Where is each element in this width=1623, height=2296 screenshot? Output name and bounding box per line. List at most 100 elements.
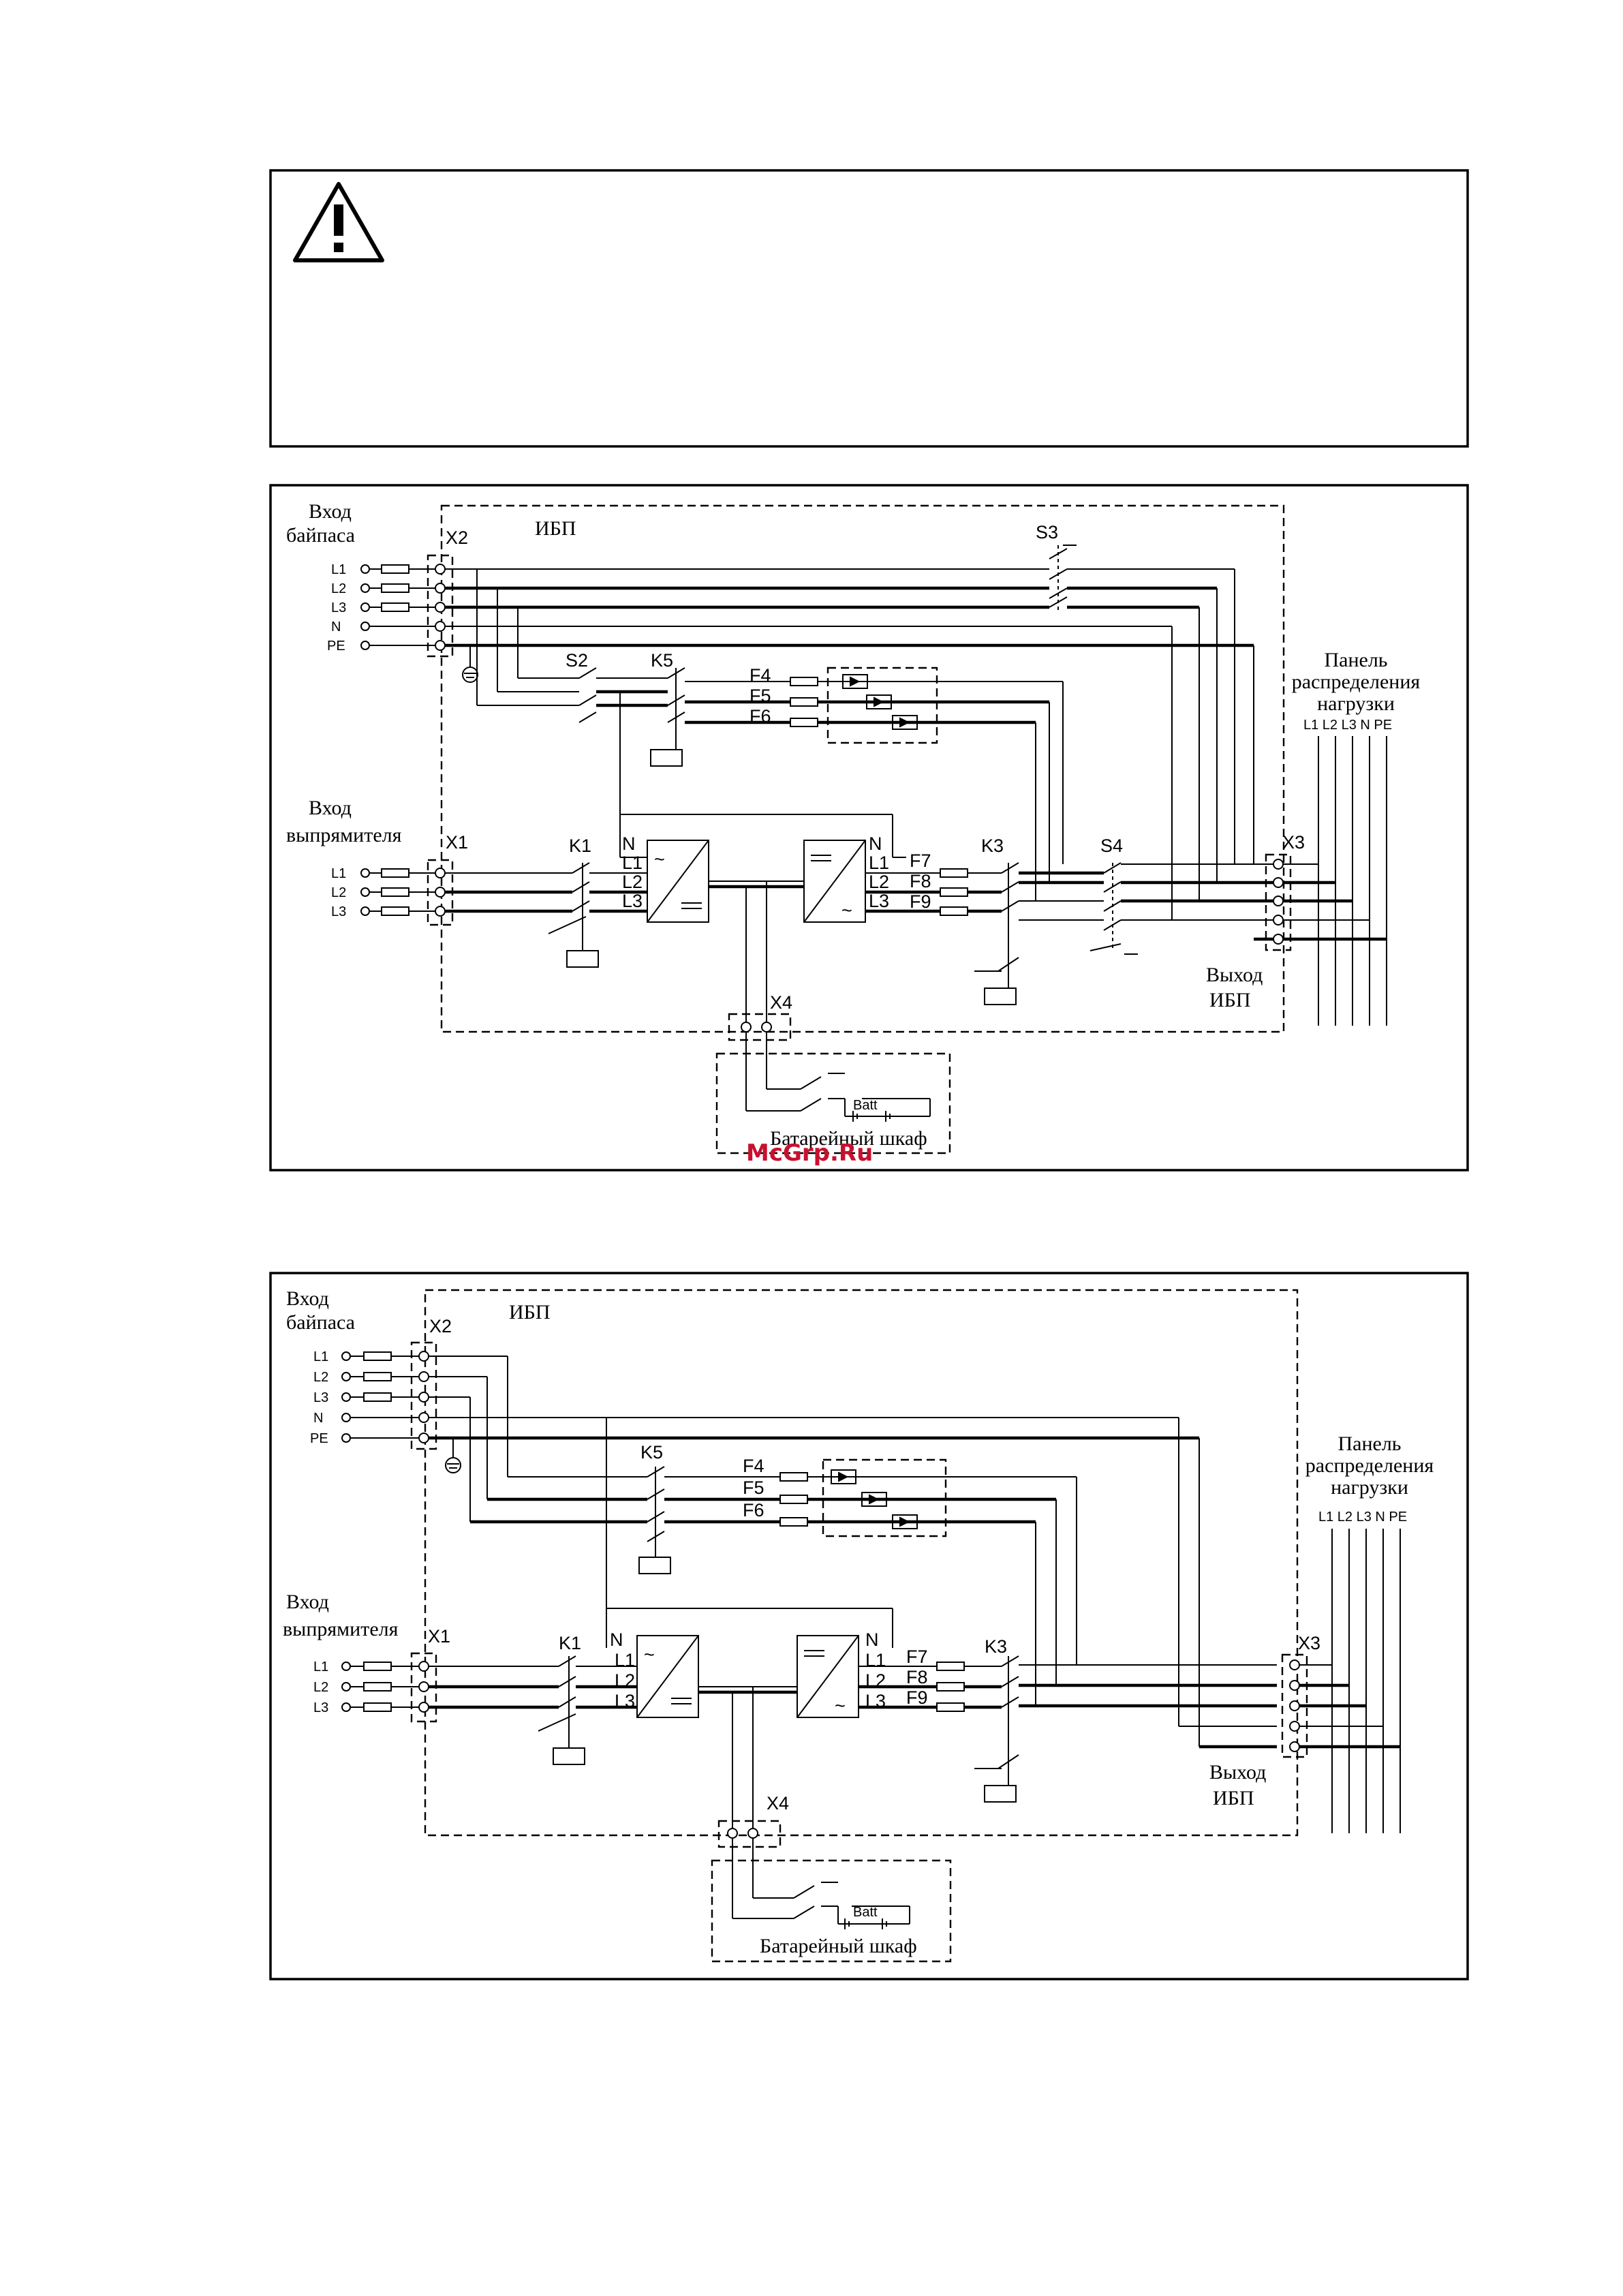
svg-text:N: N bbox=[622, 833, 636, 854]
svg-text:X2: X2 bbox=[429, 1316, 452, 1336]
svg-text:L1: L1 bbox=[313, 1659, 328, 1674]
svg-text:L2: L2 bbox=[622, 872, 643, 892]
svg-text:Батарейный шкаф: Батарейный шкаф bbox=[760, 1935, 917, 1957]
svg-text:F7: F7 bbox=[906, 1647, 928, 1667]
k1-switch bbox=[548, 862, 599, 968]
battery-cabinet-2 bbox=[711, 1859, 952, 1963]
svg-text:Batt: Batt bbox=[853, 1905, 878, 1920]
thyristor-icons bbox=[842, 674, 918, 730]
svg-text:~: ~ bbox=[841, 900, 852, 921]
svg-text:S4: S4 bbox=[1100, 836, 1123, 856]
k1-switch-2 bbox=[538, 1655, 585, 1765]
svg-text:F9: F9 bbox=[910, 891, 931, 912]
svg-text:L1 L2 L3 N PE: L1 L2 L3 N PE bbox=[1303, 718, 1392, 733]
svg-text:L3: L3 bbox=[622, 891, 643, 911]
svg-text:X3: X3 bbox=[1298, 1633, 1320, 1653]
svg-text:L2: L2 bbox=[313, 1370, 328, 1385]
svg-text:F8: F8 bbox=[906, 1667, 928, 1687]
rectifier-terminals: L1 L2 L3 bbox=[331, 859, 454, 926]
svg-text:L1: L1 bbox=[313, 1349, 328, 1364]
svg-text:~: ~ bbox=[644, 1644, 655, 1665]
svg-text:F8: F8 bbox=[910, 871, 931, 891]
s4-switch bbox=[1089, 862, 1138, 955]
svg-text:L1: L1 bbox=[869, 853, 889, 873]
warning-triangle-icon bbox=[293, 182, 384, 262]
inverter-block: ~ bbox=[803, 840, 866, 923]
batt-label: Batt bbox=[853, 1098, 878, 1113]
svg-text:L1: L1 bbox=[865, 1650, 886, 1670]
bypass-terminals: L1 L2 L3 N PE bbox=[327, 554, 454, 658]
ground-icon-2 bbox=[429, 1437, 461, 1473]
warning-box bbox=[269, 169, 1469, 448]
svg-text:N: N bbox=[865, 1629, 879, 1650]
svg-text:L2: L2 bbox=[869, 872, 889, 892]
svg-text:L1 L2 L3 N PE: L1 L2 L3 N PE bbox=[1318, 1510, 1407, 1525]
svg-text:L1: L1 bbox=[331, 866, 346, 881]
watermark-text: McGrp.Ru bbox=[746, 1139, 873, 1167]
svg-text:F6: F6 bbox=[743, 1500, 764, 1520]
s3-switch bbox=[1049, 545, 1077, 610]
svg-text:K5: K5 bbox=[640, 1442, 663, 1463]
svg-text:~: ~ bbox=[654, 849, 665, 870]
svg-text:L2: L2 bbox=[615, 1670, 635, 1691]
svg-text:L1: L1 bbox=[622, 853, 643, 873]
rectifier-block-2: ~ bbox=[636, 1635, 699, 1718]
ups-enclosure-1 bbox=[440, 504, 1285, 1033]
svg-text:K1: K1 bbox=[559, 1633, 581, 1653]
static-switch-1 bbox=[826, 667, 938, 744]
svg-text:F7: F7 bbox=[910, 851, 931, 871]
svg-text:F5: F5 bbox=[743, 1478, 764, 1498]
k5-switch bbox=[650, 667, 685, 767]
svg-text:N: N bbox=[610, 1629, 623, 1650]
svg-text:K1: K1 bbox=[569, 836, 591, 856]
svg-text:F4: F4 bbox=[749, 665, 771, 686]
svg-text:X4: X4 bbox=[770, 992, 792, 1013]
ground-icon bbox=[445, 645, 478, 683]
svg-text:L3: L3 bbox=[331, 904, 346, 919]
bypass-terminals-2: L1 L2 L3 N PE bbox=[310, 1341, 437, 1450]
ups-label: ИБП bbox=[535, 517, 576, 540]
rectifier-block: ~ bbox=[647, 840, 709, 923]
svg-text:~: ~ bbox=[835, 1696, 846, 1716]
svg-text:X3: X3 bbox=[1282, 832, 1305, 853]
k5-switch-2 bbox=[638, 1466, 671, 1574]
ups-enclosure-2 bbox=[424, 1289, 1299, 1837]
svg-text:X1: X1 bbox=[446, 832, 468, 853]
s2-label: S2 bbox=[566, 650, 588, 671]
svg-text:X4: X4 bbox=[767, 1793, 789, 1813]
svg-text:PE: PE bbox=[327, 639, 345, 654]
svg-text:N: N bbox=[869, 833, 882, 854]
svg-text:L1: L1 bbox=[331, 562, 346, 577]
k3-switch bbox=[974, 862, 1019, 1005]
svg-text:L3: L3 bbox=[313, 1700, 328, 1715]
battery-cabinet-label: Батарейный шкаф bbox=[770, 1127, 927, 1150]
x2-label: X2 bbox=[446, 527, 468, 548]
battery-cabinet-1 bbox=[715, 1052, 951, 1154]
svg-text:K3: K3 bbox=[985, 1636, 1007, 1657]
rectifier-terminals-2: L1 L2 L3 bbox=[313, 1652, 437, 1723]
svg-text:L3: L3 bbox=[615, 1691, 635, 1711]
svg-text:K3: K3 bbox=[981, 836, 1004, 856]
svg-text:PE: PE bbox=[310, 1431, 328, 1446]
svg-text:L3: L3 bbox=[313, 1390, 328, 1405]
svg-text:F9: F9 bbox=[906, 1687, 928, 1708]
svg-text:L2: L2 bbox=[331, 581, 346, 596]
svg-text:N: N bbox=[331, 619, 341, 634]
s3-label: S3 bbox=[1036, 522, 1058, 542]
s2-switch bbox=[578, 667, 597, 723]
svg-text:F4: F4 bbox=[743, 1456, 764, 1476]
svg-text:L3: L3 bbox=[331, 600, 346, 615]
k5-label: K5 bbox=[651, 650, 673, 671]
svg-text:ИБП: ИБП bbox=[509, 1301, 551, 1323]
svg-text:L2: L2 bbox=[331, 885, 346, 900]
